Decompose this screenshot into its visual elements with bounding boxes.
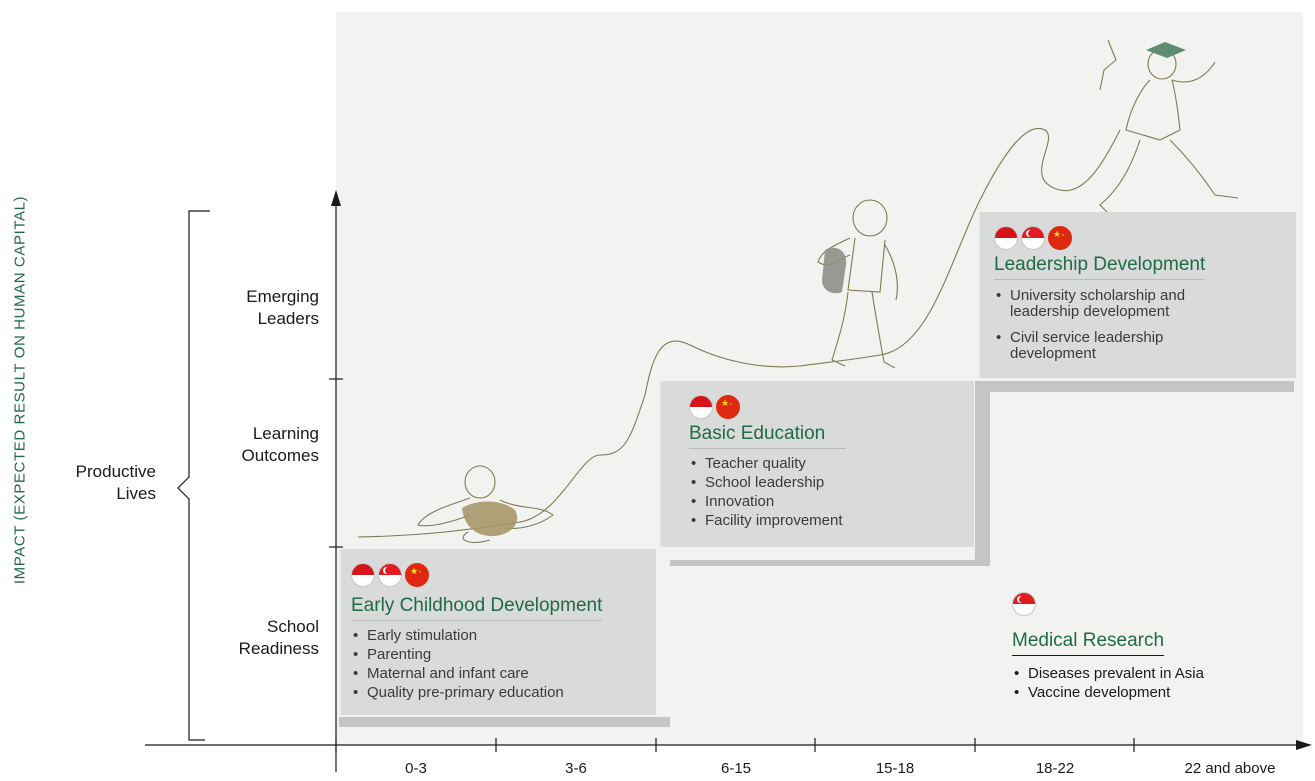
age-label: 22 and above [1184, 760, 1276, 777]
singapore-flag-icon [378, 563, 402, 587]
singapore-flag-icon [1012, 592, 1036, 616]
list-item: School leadership [689, 473, 959, 492]
indonesia-flag-icon [689, 395, 713, 419]
list-item: Quality pre-primary education [351, 683, 646, 702]
baby-sketch [417, 465, 554, 543]
list-item: Maternal and infant care [351, 664, 646, 683]
list-item: University scholarship and leadership de… [994, 288, 1234, 320]
program-box-basic-education: Basic Education Teacher quality School l… [659, 381, 974, 547]
list-item: Civil service leadership development [994, 330, 1234, 362]
y-axis-arrow [331, 190, 341, 206]
age-label: 6-15 [720, 760, 752, 777]
indonesia-flag-icon [351, 563, 375, 587]
program-items: University scholarship and leadership de… [994, 288, 1234, 362]
program-items: Teacher quality School leadership Innova… [689, 454, 959, 530]
singapore-flag-icon [1021, 226, 1045, 250]
child-backpack [822, 247, 847, 294]
program-title: Leadership Development [994, 254, 1206, 280]
china-flag-icon [716, 395, 740, 419]
age-label: 18-22 [1035, 760, 1075, 777]
program-title: Basic Education [689, 423, 846, 449]
graduate-sketch [1099, 39, 1239, 216]
journey-line [357, 127, 1121, 538]
china-flag-icon [1048, 226, 1072, 250]
list-item: Teacher quality [689, 454, 959, 473]
flag-row [1012, 592, 1036, 616]
list-item: Diseases prevalent in Asia [1012, 664, 1204, 683]
x-axis-arrow [1296, 740, 1312, 750]
program-items: Early stimulation Parenting Maternal and… [351, 626, 646, 702]
program-box-early-childhood: Early Childhood Development Early stimul… [339, 549, 656, 715]
list-item: Early stimulation [351, 626, 646, 645]
list-item: Facility improvement [689, 511, 959, 530]
program-items: Diseases prevalent in Asia Vaccine devel… [1012, 664, 1204, 702]
program-title: Medical Research [1012, 630, 1165, 656]
list-item: Vaccine development [1012, 683, 1204, 702]
china-flag-icon [405, 563, 429, 587]
productive-lives-bracket [177, 210, 210, 741]
baby-shirt [462, 501, 518, 537]
program-title: Early Childhood Development [351, 595, 603, 621]
age-label: 3-6 [565, 760, 587, 777]
age-label: 15-18 [875, 760, 915, 777]
list-item: Parenting [351, 645, 646, 664]
age-label: 0-3 [405, 760, 427, 777]
indonesia-flag-icon [994, 226, 1018, 250]
list-item: Innovation [689, 492, 959, 511]
graduation-cap [1146, 42, 1186, 58]
child-sketch [817, 199, 898, 369]
program-box-leadership: Leadership Development University schola… [978, 212, 1296, 378]
flag-row [994, 226, 1072, 250]
flag-row [351, 563, 429, 587]
flag-row [689, 395, 740, 419]
